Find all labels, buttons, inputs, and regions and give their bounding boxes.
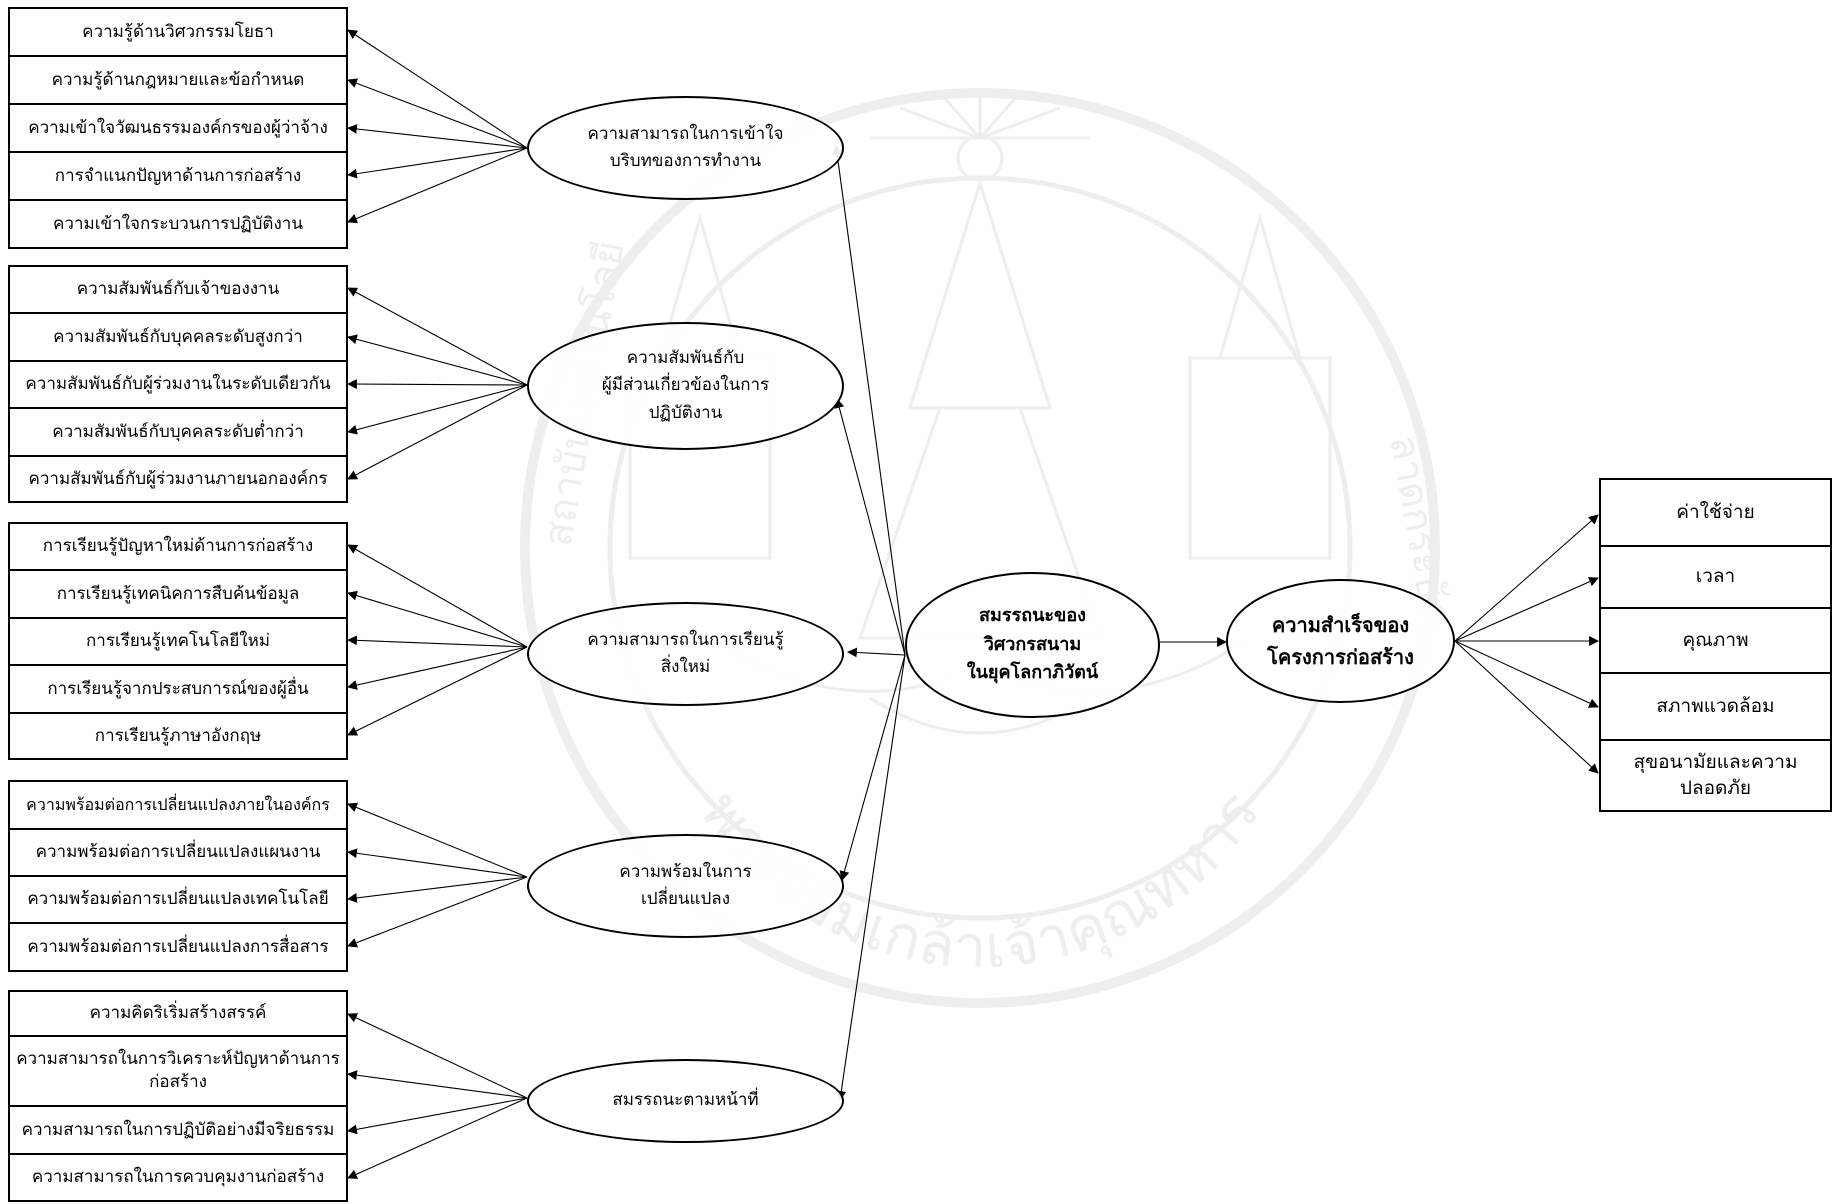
group1-item-4: การจำแนกปัญหาด้านการก่อสร้าง	[10, 153, 346, 201]
group1-item-1: ความรู้ด้านวิศวกรรมโยธา	[10, 9, 346, 57]
arrow-g1-3	[347, 124, 528, 149]
group5-items-box: ความคิดริเริ่มสร้างสรรค์ ความสามารถในการ…	[8, 990, 348, 1202]
group4-item-4: ความพร้อมต่อการเปลี่ยนแปลงการสื่อสาร	[27, 936, 329, 957]
arrow-out-1	[1454, 514, 1599, 642]
ellipse-learning-new-things: ความสามารถในการเรียนรู้สิ่งใหม่	[527, 602, 844, 706]
group3-item-1: การเรียนรู้ปัญหาใหม่ด้านการก่อสร้าง	[10, 524, 346, 571]
arrow-g3-5	[347, 646, 528, 736]
ellipse-readiness-for-change: ความพร้อมในการเปลี่ยนแปลง	[527, 834, 844, 938]
group2-item-2: ความสัมพันธ์กับบุคคลระดับสูงกว่า	[10, 314, 346, 362]
arrow-center-g3	[847, 647, 906, 658]
group3-item-3: การเรียนรู้เทคโนโลยีใหม่	[10, 619, 346, 666]
arrow-g4-3	[347, 876, 528, 903]
ellipse-stakeholder-relations: ความสัมพันธ์กับผู้มีส่วนเกี่ยวข้องในการป…	[527, 322, 844, 450]
arrow-g1-5	[347, 147, 528, 224]
outcomes-box: ค่าใช้จ่าย เวลา คุณภาพ สภาพแวดล้อม สุขอน…	[1599, 478, 1832, 812]
outcome-quality: คุณภาพ	[1601, 609, 1830, 674]
arrow-g5-4	[347, 1097, 528, 1179]
arrow-out-5	[1454, 640, 1599, 774]
arrow-g4-2	[347, 848, 528, 878]
group3-item-2: การเรียนรู้เทคนิคการสืบค้นข้อมูล	[10, 571, 346, 619]
arrow-g2-2	[347, 334, 528, 386]
group5-item-4: ความสามารถในการควบคุมงานก่อสร้าง	[31, 1167, 325, 1188]
group3-items-box: การเรียนรู้ปัญหาใหม่ด้านการก่อสร้าง การเ…	[8, 522, 348, 760]
arrow-g3-1	[347, 544, 528, 648]
arrow-g1-4	[347, 147, 528, 179]
outcome-time: เวลา	[1601, 547, 1830, 609]
arrow-g3-4	[347, 646, 528, 690]
group5-item-3: ความสามารถในการปฏิบัติอย่างมีจริยธรรม	[10, 1107, 346, 1155]
arrow-center-g2	[834, 398, 906, 656]
ellipse-project-success: ความสำเร็จของโครงการก่อสร้าง	[1226, 579, 1455, 703]
group2-item-1: ความสัมพันธ์กับเจ้าของงาน	[10, 267, 346, 314]
group5-item-2: ความสามารถในการวิเคราะห์ปัญหาด้านการก่อส…	[10, 1037, 346, 1107]
arrow-center-g5	[836, 654, 906, 1101]
arrow-center-g4	[839, 654, 906, 881]
arrow-g5-2	[347, 1070, 528, 1099]
arrow-g1-2	[347, 78, 528, 149]
outcome-cost: ค่าใช้จ่าย	[1601, 480, 1830, 547]
group1-item-3: ความเข้าใจวัฒนธรรมองค์กรของผู้ว่าจ้าง	[10, 105, 346, 153]
group2-items-box: ความสัมพันธ์กับเจ้าของงาน ความสัมพันธ์กั…	[8, 265, 348, 503]
group3-item-4: การเรียนรู้จากประสบการณ์ของผู้อื่น	[10, 666, 346, 714]
arrow-center-g1	[832, 145, 906, 656]
ellipse-field-engineer-competency: สมรรถนะของวิศวกรสนามในยุคโลกาภิวัตน์	[905, 572, 1160, 718]
group4-item-3: ความพร้อมต่อการเปลี่ยนแปลงเทคโนโลยี	[10, 877, 346, 924]
arrow-g4-1	[347, 802, 528, 878]
group2-item-4: ความสัมพันธ์กับบุคคลระดับต่ำกว่า	[10, 409, 346, 457]
group2-item-3: ความสัมพันธ์กับผู้ร่วมงานในระดับเดียวกัน	[10, 362, 346, 409]
arrow-g3-3	[347, 635, 528, 648]
group3-item-5: การเรียนรู้ภาษาอังกฤษ	[94, 725, 262, 746]
arrow-g3-2	[347, 590, 528, 648]
group1-item-2: ความรู้ด้านกฎหมายและข้อกำหนด	[10, 57, 346, 105]
outcome-health-safety: สุขอนามัยและความปลอดภัย	[1633, 750, 1798, 799]
arrow-g2-5	[347, 384, 528, 480]
group1-item-5: ความเข้าใจกระบวนการปฏิบัติงาน	[53, 213, 303, 234]
arrow-g5-3	[347, 1097, 528, 1135]
arrow-g2-4	[347, 384, 528, 435]
arrow-g2-3	[347, 379, 528, 389]
arrow-g2-1	[347, 287, 528, 386]
ellipse-work-context: ความสามารถในการเข้าใจบริบทของการทำงาน	[527, 96, 844, 200]
arrow-out-4	[1454, 640, 1599, 708]
group2-item-5: ความสัมพันธ์กับผู้ร่วมงานภายนอกองค์กร	[28, 468, 328, 489]
ellipse-functional-competency: สมรรถนะตามหน้าที่	[527, 1059, 844, 1143]
group4-item-1: ความพร้อมต่อการเปลี่ยนแปลงภายในองค์กร	[10, 782, 346, 830]
outcome-environment: สภาพแวดล้อม	[1601, 674, 1830, 741]
arrow-g5-1	[347, 1013, 528, 1099]
group4-items-box: ความพร้อมต่อการเปลี่ยนแปลงภายในองค์กร คว…	[8, 780, 348, 972]
group4-item-2: ความพร้อมต่อการเปลี่ยนแปลงแผนงาน	[10, 830, 346, 877]
group1-items-box: ความรู้ด้านวิศวกรรมโยธา ความรู้ด้านกฎหมา…	[8, 7, 348, 249]
arrow-g1-1	[347, 29, 528, 149]
arrow-out-2	[1454, 577, 1599, 642]
group5-item-1: ความคิดริเริ่มสร้างสรรค์	[10, 992, 346, 1037]
arrow-g4-4	[347, 876, 528, 948]
